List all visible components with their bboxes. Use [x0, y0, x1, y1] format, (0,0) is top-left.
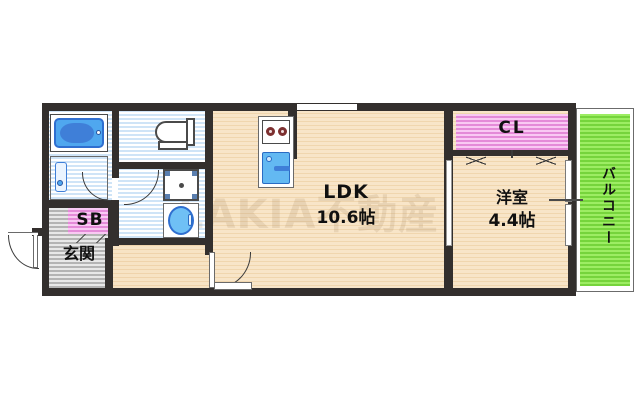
balcony-window-upper[interactable]: [565, 160, 572, 202]
bathtub-inner-shape: [60, 123, 94, 143]
wash-basin-faucet-icon: [188, 214, 192, 226]
shoebox-label: SB: [76, 210, 104, 230]
toilet-tank-icon: [186, 118, 195, 146]
wall-bath-right: [112, 103, 119, 178]
washer-corner-tr: [192, 171, 197, 176]
bedroom-name-label: 洋室: [495, 188, 528, 207]
shoebox-door-tick-left: [74, 234, 88, 243]
balcony-label: バルコニー: [600, 166, 616, 246]
wash-basin-icon: [168, 206, 194, 235]
window-center-mark: [549, 199, 583, 201]
wall-washroom-bottom: [118, 238, 212, 245]
stove-burner-a: [266, 127, 275, 136]
ldk-name-label: LDK: [323, 181, 369, 203]
bathtub-drain-icon: [96, 130, 101, 135]
kitchen-spout-icon: [274, 166, 290, 171]
vanity-faucet-icon: [57, 180, 63, 186]
wall-washroom-right: [205, 103, 213, 245]
ldk-area-label: 10.6帖: [316, 208, 376, 228]
shoebox-floor: [68, 208, 112, 234]
wall-hall-left: [105, 238, 113, 290]
ldk-window-top[interactable]: [297, 104, 357, 110]
stove-burner-b: [278, 127, 287, 136]
toilet-icon: [155, 121, 189, 143]
entrance-door-swing-icon[interactable]: [8, 234, 39, 269]
wall-left-outer: [42, 103, 49, 296]
toilet-base-icon: [158, 141, 188, 150]
wall-bottom-outer: [42, 288, 576, 296]
wall-entry-left: [32, 228, 46, 236]
wall-toilet-bottom: [118, 162, 210, 169]
washer-corner-br: [192, 194, 197, 199]
closet-door-tick-left: [466, 156, 486, 166]
kitchen-tap-icon: [266, 156, 272, 162]
hall-door-leaf[interactable]: [214, 282, 252, 290]
washer-corner-bl: [165, 194, 170, 199]
hall-floor: [112, 242, 212, 290]
watermark-text: LAKIA不動産: [178, 192, 440, 238]
entrance-label: 玄関: [62, 244, 95, 263]
bedroom-left-window[interactable]: [446, 160, 452, 246]
wall-bath-right-lower: [108, 200, 119, 246]
closet-door-tick-right: [536, 156, 556, 166]
wall-entry-left-stub: [42, 206, 49, 232]
wall-ldk-door-stub: [205, 245, 213, 255]
closet-door-divider: [511, 150, 513, 158]
entrance-door-head: [8, 232, 38, 235]
ldk-door-leaf[interactable]: [209, 252, 215, 288]
wall-bath-bottom: [42, 200, 112, 208]
vanity-basin: [55, 162, 67, 192]
washer-corner-tl: [165, 171, 170, 176]
bedroom-area-label: 4.4帖: [488, 211, 536, 231]
balcony-floor: [580, 114, 630, 286]
ldk-floor: [212, 110, 444, 290]
balcony-window-lower[interactable]: [565, 204, 572, 246]
closet-label: CL: [498, 118, 526, 138]
washer-drain-icon: [179, 183, 184, 188]
closet-floor: [456, 114, 568, 150]
shoebox-door-tick-right: [94, 234, 108, 243]
